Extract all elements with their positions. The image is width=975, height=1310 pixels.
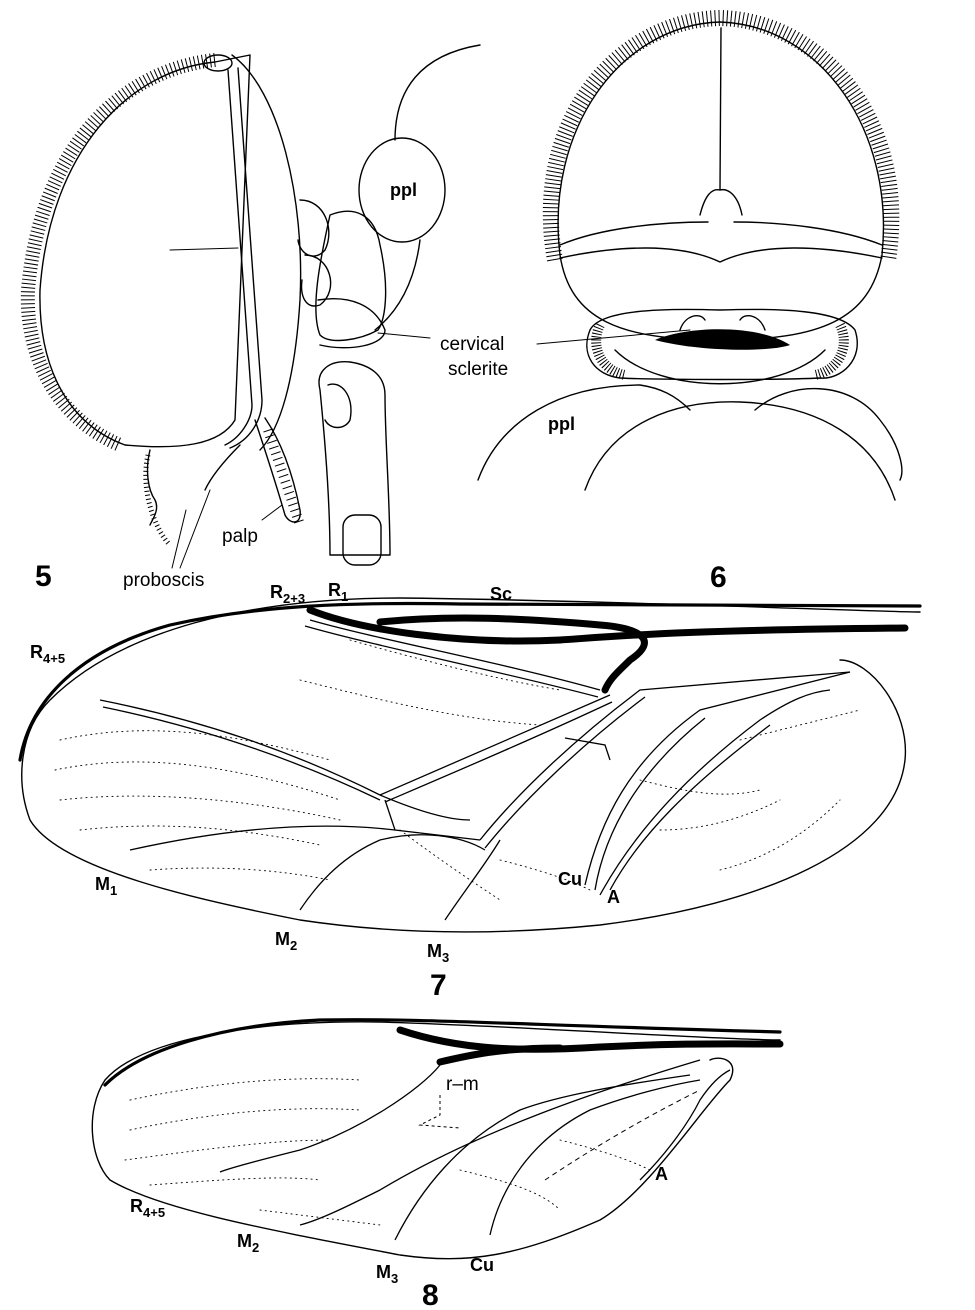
ocellar-notch <box>700 190 742 215</box>
label-cervical: cervical <box>440 334 504 355</box>
leader-palp <box>262 505 282 520</box>
label-rm-8: r–m <box>446 1074 479 1095</box>
label-m1: M1 <box>95 874 117 898</box>
palp <box>255 418 300 522</box>
figure-number-5: 5 <box>35 560 52 593</box>
fore-coxa <box>319 362 390 555</box>
median-suture <box>720 28 721 190</box>
m2-vein <box>300 835 485 910</box>
label-ppl-fig6: ppl <box>548 414 575 434</box>
figure-number-6: 6 <box>710 561 727 594</box>
label-m2-fig8: M2 <box>237 1231 259 1255</box>
r-stem-8 <box>220 1065 440 1172</box>
r1-end-8 <box>440 1048 560 1062</box>
thorax-mid <box>585 402 895 500</box>
figure-5-head-lateral: ppl cervical sclerite palp proboscis 5 <box>28 45 508 593</box>
label-ppl-fig5: ppl <box>390 180 417 200</box>
leader-proboscis-a <box>172 510 186 568</box>
coxa-stipple-2 <box>343 515 381 565</box>
membrane-dots-8 <box>125 1079 650 1225</box>
cu-vein-2 <box>595 718 705 890</box>
label-cu-fig7: Cu <box>558 869 582 889</box>
postocciput-left <box>560 222 708 245</box>
anal-vein-8 <box>640 1070 730 1180</box>
cervical-sclerite-lower <box>318 299 385 348</box>
figure-6-head-posterior: ppl 6 <box>478 18 902 594</box>
cu-vein-8 <box>490 1080 700 1235</box>
m-stem-2 <box>485 697 645 848</box>
figure-number-7: 7 <box>430 969 447 1002</box>
neck-lobes <box>680 316 765 330</box>
label-sc: Sc <box>490 584 512 604</box>
thorax-left <box>478 385 690 480</box>
figure-7-wing: R2+3 R1 Sc R4+5 M1 M2 M3 Cu A 7 <box>20 580 920 1002</box>
label-m3-fig7: M3 <box>427 941 449 965</box>
pronotum-outline <box>395 45 480 140</box>
m1-vein <box>130 826 395 850</box>
eye-inner-margin-2 <box>230 68 262 448</box>
proboscis-stem <box>205 445 240 490</box>
r23-vein <box>310 620 600 690</box>
leader-proboscis-b <box>180 490 210 568</box>
label-a-fig7: A <box>607 887 620 907</box>
label-r23: R2+3 <box>270 582 305 606</box>
leader-cervical <box>378 333 430 338</box>
m3-vein <box>445 840 500 920</box>
figure-number-8: 8 <box>422 1279 439 1310</box>
label-m3-fig8: M3 <box>376 1262 398 1286</box>
coxa-stipple-1 <box>325 384 351 427</box>
costa-8 <box>105 1020 780 1085</box>
postocciput-lower <box>560 248 882 262</box>
label-r45-fig8: R4+5 <box>130 1196 165 1220</box>
label-m2-fig7: M2 <box>275 929 297 953</box>
m-stem-8 <box>300 1060 700 1225</box>
figure-8-wing: r–m A R4+5 M2 M3 Cu 8 <box>92 1020 780 1310</box>
anal-vein-2 <box>610 725 770 890</box>
label-a-fig8: A <box>655 1164 668 1184</box>
rm-crossvein-8 <box>420 1095 460 1128</box>
label-sclerite: sclerite <box>448 359 508 380</box>
compound-eye <box>40 55 250 447</box>
label-palp: palp <box>222 526 258 547</box>
proboscis-bristles <box>146 455 170 545</box>
cervical-shading-left <box>596 325 625 375</box>
neck-sclerite-1 <box>298 200 329 256</box>
postocciput-right <box>734 222 882 245</box>
r45-vein-2 <box>103 707 380 800</box>
cu-vein <box>585 672 850 885</box>
m-stem <box>480 672 850 840</box>
thorax-right <box>755 389 902 480</box>
label-proboscis: proboscis <box>123 570 204 591</box>
label-cu-fig8: Cu <box>470 1255 494 1275</box>
label-r45-fig7: R4+5 <box>30 642 65 666</box>
compound-eye-bristles <box>28 60 215 445</box>
sc-r1-8 <box>400 1030 780 1049</box>
neck-foramen <box>655 329 790 349</box>
rs-vein <box>380 695 610 795</box>
wing-outline-8 <box>92 1022 780 1259</box>
eye-inner-margin <box>225 70 252 445</box>
membrane-dots <box>55 640 860 900</box>
eye-facet-line <box>170 248 238 250</box>
cervical-shading-right <box>815 325 844 375</box>
